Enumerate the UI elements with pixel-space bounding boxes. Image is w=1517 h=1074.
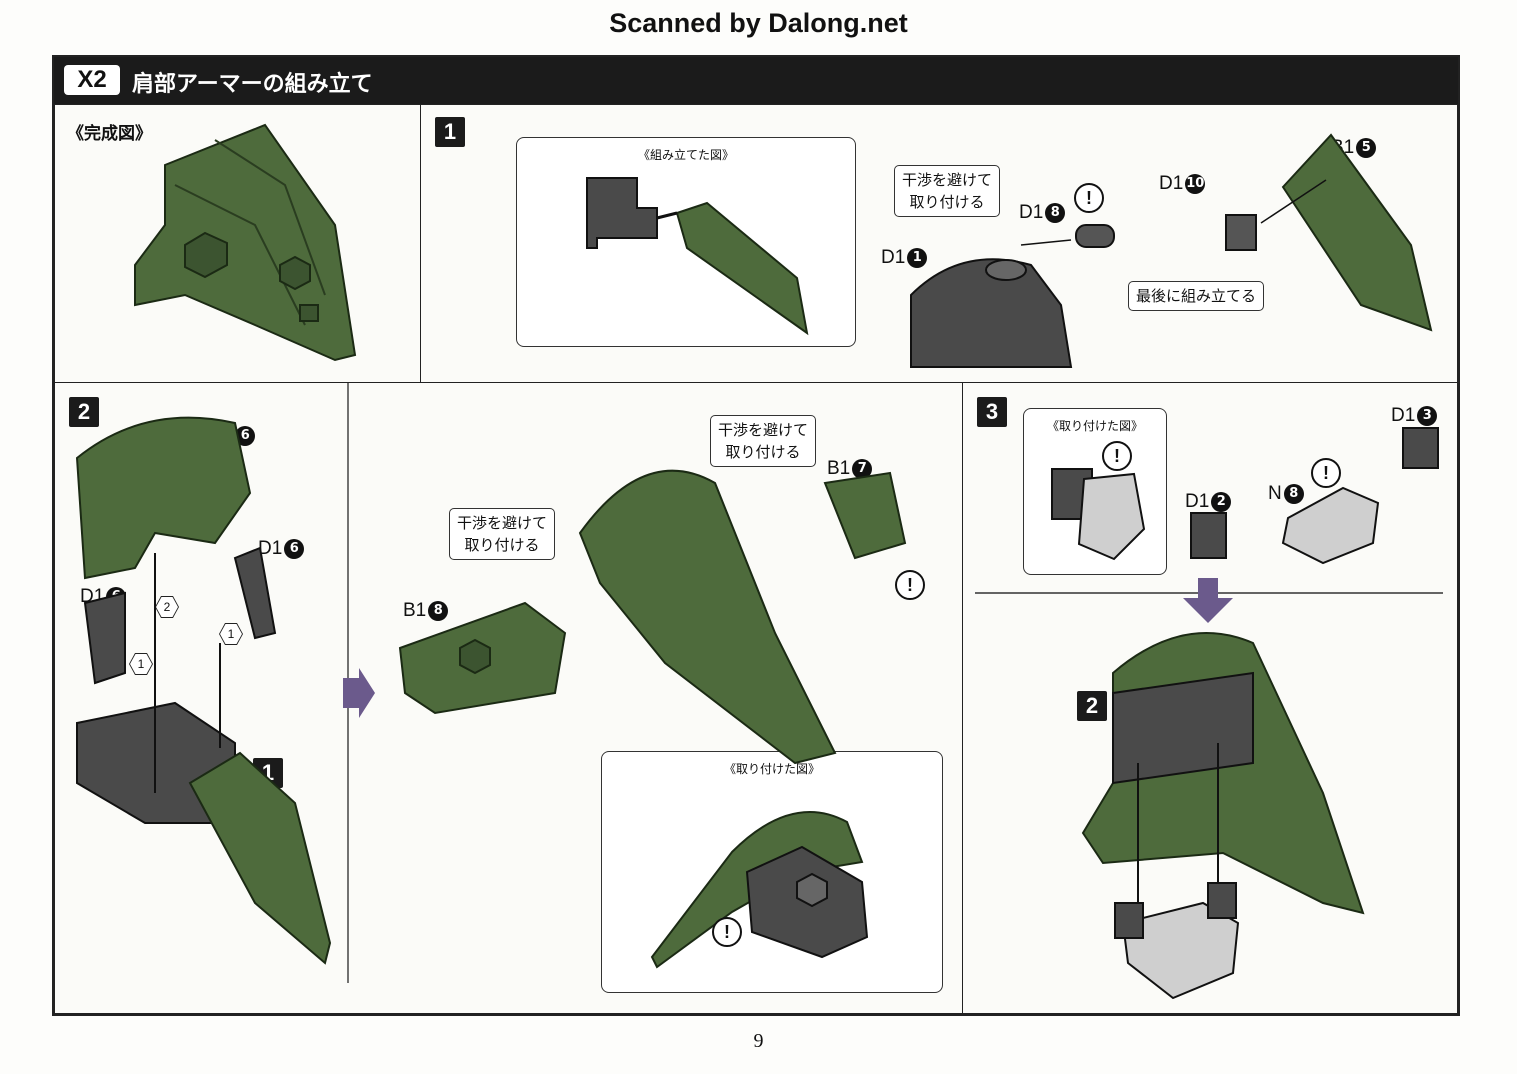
step-2-attached-inset: 《取り付けた図》 !: [601, 751, 943, 993]
scan-watermark: Scanned by Dalong.net: [609, 8, 908, 38]
order-mark-2: 2: [156, 597, 178, 617]
completed-armor-illustration: [134, 123, 357, 362]
step-ref-badge: 1: [253, 758, 283, 788]
interference-note-a: 干渉を避けて 取り付ける: [449, 508, 556, 560]
assembled-hinge-illustration: [586, 177, 809, 336]
section-badge: X2: [64, 65, 120, 95]
attached-view-illustration: [650, 811, 869, 969]
step-3-attached-inset: 《取り付けた図》 !: [1023, 408, 1167, 575]
completed-view-title: 《完成図》: [67, 124, 152, 144]
order-mark-1a: 1: [130, 654, 152, 674]
inset-title: 《取り付けた図》: [723, 762, 820, 776]
section-header: X2 肩部アーマーの組み立て: [54, 57, 1458, 104]
interference-note-b: 干渉を避けて 取り付ける: [710, 415, 817, 467]
page-number: 9: [753, 1030, 764, 1052]
order-mark-frame: 1: [219, 623, 243, 645]
inset-title: 《取り付けた図》: [1046, 419, 1143, 433]
order-mark-frame: 2: [155, 596, 179, 618]
interference-note: 干渉を避けて 取り付ける: [894, 165, 1001, 217]
step-2-badge: 2: [69, 397, 99, 427]
caution-icon: !: [712, 917, 742, 947]
step-1-assembled-inset: 《組み立てた図》: [516, 137, 856, 347]
attached-view-illustration: [1051, 468, 1146, 561]
completed-view-panel: 《完成図》: [54, 104, 422, 384]
step-3-badge: 3: [977, 397, 1007, 427]
order-mark-frame: 1: [129, 653, 153, 675]
order-mark-1b: 1: [220, 624, 242, 644]
caution-icon: !: [1074, 183, 1104, 213]
step-1-badge: 1: [435, 117, 465, 147]
inset-title: 《組み立てた図》: [637, 148, 734, 162]
section-title: 肩部アーマーの組み立て: [132, 72, 373, 97]
caution-icon: !: [895, 570, 925, 600]
caution-icon: !: [1311, 458, 1341, 488]
assemble-last-note: 最後に組み立てる: [1128, 281, 1265, 311]
instruction-sheet: X2 肩部アーマーの組み立て 《完成図》 1 《組み立てた図》 干渉を避けて 取…: [52, 55, 1460, 1016]
step-ref-badge: 2: [1077, 691, 1107, 721]
caution-icon: !: [1102, 441, 1132, 471]
